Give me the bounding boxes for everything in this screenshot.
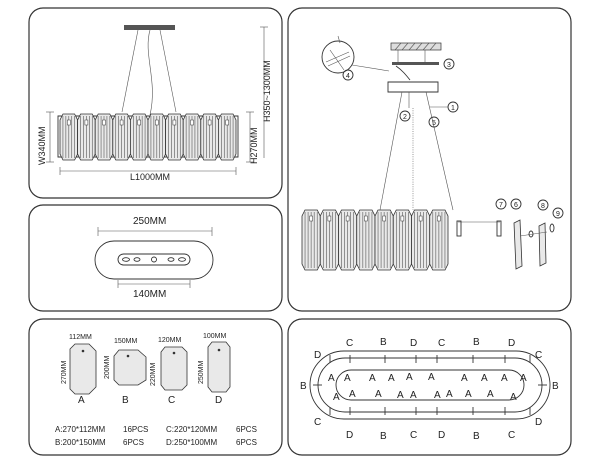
step-9: 9	[556, 211, 560, 218]
layout-letter-c: C	[535, 350, 542, 361]
layout-letter-b: B	[473, 431, 480, 442]
assembly-steps: 1 2 3 4 5 6 7 8 9	[342, 58, 564, 219]
svg-text:16PCS: 16PCS	[123, 425, 148, 434]
svg-text:B:200*150MM: B:200*150MM	[55, 438, 106, 447]
layout-letter-b: B	[300, 381, 307, 392]
step-5: 5	[432, 120, 436, 127]
layout-letter-d: D	[508, 338, 515, 349]
layout-letter-a: A	[349, 389, 356, 400]
layout-letter-a: A	[520, 373, 527, 384]
svg-text:D: D	[215, 395, 222, 406]
layout-letter-d: D	[314, 350, 321, 361]
svg-text:112MM: 112MM	[69, 334, 92, 341]
layout-letter-d: D	[346, 430, 353, 441]
layout-letter-a: A	[388, 373, 395, 384]
body-height-label: H270MM	[249, 127, 259, 164]
svg-text:6PCS: 6PCS	[236, 438, 257, 447]
overview-panel: W340MM H270MM H350~1300MM L1000MM	[28, 7, 283, 199]
layout-letter-d: D	[438, 430, 445, 441]
layout-letter-a: A	[375, 389, 382, 400]
svg-text:6PCS: 6PCS	[123, 438, 144, 447]
svg-text:200MM: 200MM	[104, 355, 111, 379]
part-b: 150MM 200MM B	[104, 338, 147, 406]
height-label: H350~1300MM	[262, 60, 272, 122]
parts-panel: 112MM 270MM A 150MM 200MM B 120MM 220MM …	[28, 318, 283, 456]
step-8: 8	[541, 203, 545, 210]
canopy-inner-label: 140MM	[133, 289, 166, 300]
layout-letter-b: B	[552, 381, 559, 392]
layout-letter-a: A	[465, 389, 472, 400]
parts-list: A:270*112MM 16PCS B:200*150MM 6PCS C:220…	[55, 425, 257, 447]
layout-letter-a: A	[446, 389, 453, 400]
step-3: 3	[447, 62, 451, 69]
layout-letter-a: A	[369, 373, 376, 384]
canopy-panel: 250MM 140MM	[28, 204, 283, 312]
canopy-holes	[122, 256, 186, 263]
layout-letter-c: C	[438, 338, 445, 349]
layout-letter-d: D	[410, 338, 417, 349]
layout-letter-a: A	[344, 373, 351, 384]
layout-letter-a: A	[510, 392, 517, 403]
svg-text:D:250*100MM: D:250*100MM	[166, 438, 217, 447]
layout-letter-a: A	[434, 390, 441, 401]
step-7: 7	[499, 202, 503, 209]
svg-text:120MM: 120MM	[158, 337, 182, 344]
layout-letter-c: C	[314, 417, 321, 428]
step-1: 1	[451, 105, 455, 112]
layout-letter-b: B	[473, 337, 480, 348]
layout-letter-c: C	[508, 430, 515, 441]
svg-text:270MM: 270MM	[61, 360, 68, 384]
svg-text:A:270*112MM: A:270*112MM	[55, 425, 105, 434]
svg-text:250MM: 250MM	[198, 360, 205, 384]
svg-text:A: A	[78, 395, 85, 406]
layout-letter-a: A	[406, 372, 413, 383]
layout-letter-c: C	[346, 338, 353, 349]
part-a: 112MM 270MM A	[61, 334, 97, 406]
step-2: 2	[403, 114, 407, 121]
layout-letter-a: A	[501, 373, 508, 384]
svg-text:6PCS: 6PCS	[236, 425, 257, 434]
part-c: 120MM 220MM C	[150, 337, 188, 406]
svg-text:C: C	[168, 395, 175, 406]
layout-letter-d: D	[535, 417, 542, 428]
layout-letter-a: A	[487, 389, 494, 400]
layout-letter-a: A	[428, 372, 435, 383]
svg-text:150MM: 150MM	[114, 338, 138, 345]
svg-text:B: B	[122, 395, 129, 406]
svg-text:C:220*120MM: C:220*120MM	[166, 425, 217, 434]
layout-letter-a: A	[333, 392, 340, 403]
step-4: 4	[346, 73, 350, 80]
svg-text:220MM: 220MM	[150, 362, 157, 386]
layout-letter-a: A	[481, 373, 488, 384]
length-label: L1000MM	[130, 172, 170, 182]
assembly-panel: 1 2 3 4 5 6 7 8 9	[287, 7, 572, 312]
layout-letter-a: A	[397, 390, 404, 401]
width-label: W340MM	[37, 126, 47, 165]
part-d: 100MM 250MM D	[198, 333, 231, 406]
layout-letter-b: B	[380, 431, 387, 442]
svg-text:100MM: 100MM	[203, 333, 227, 340]
layout-letter-b: B	[380, 337, 387, 348]
canopy-outer-label: 250MM	[133, 216, 166, 227]
layout-letter-a: A	[410, 390, 417, 401]
layout-letter-a: A	[461, 373, 468, 384]
layout-letter-c: C	[410, 430, 417, 441]
step-6: 6	[514, 202, 518, 209]
layout-letter-a: A	[328, 373, 335, 384]
